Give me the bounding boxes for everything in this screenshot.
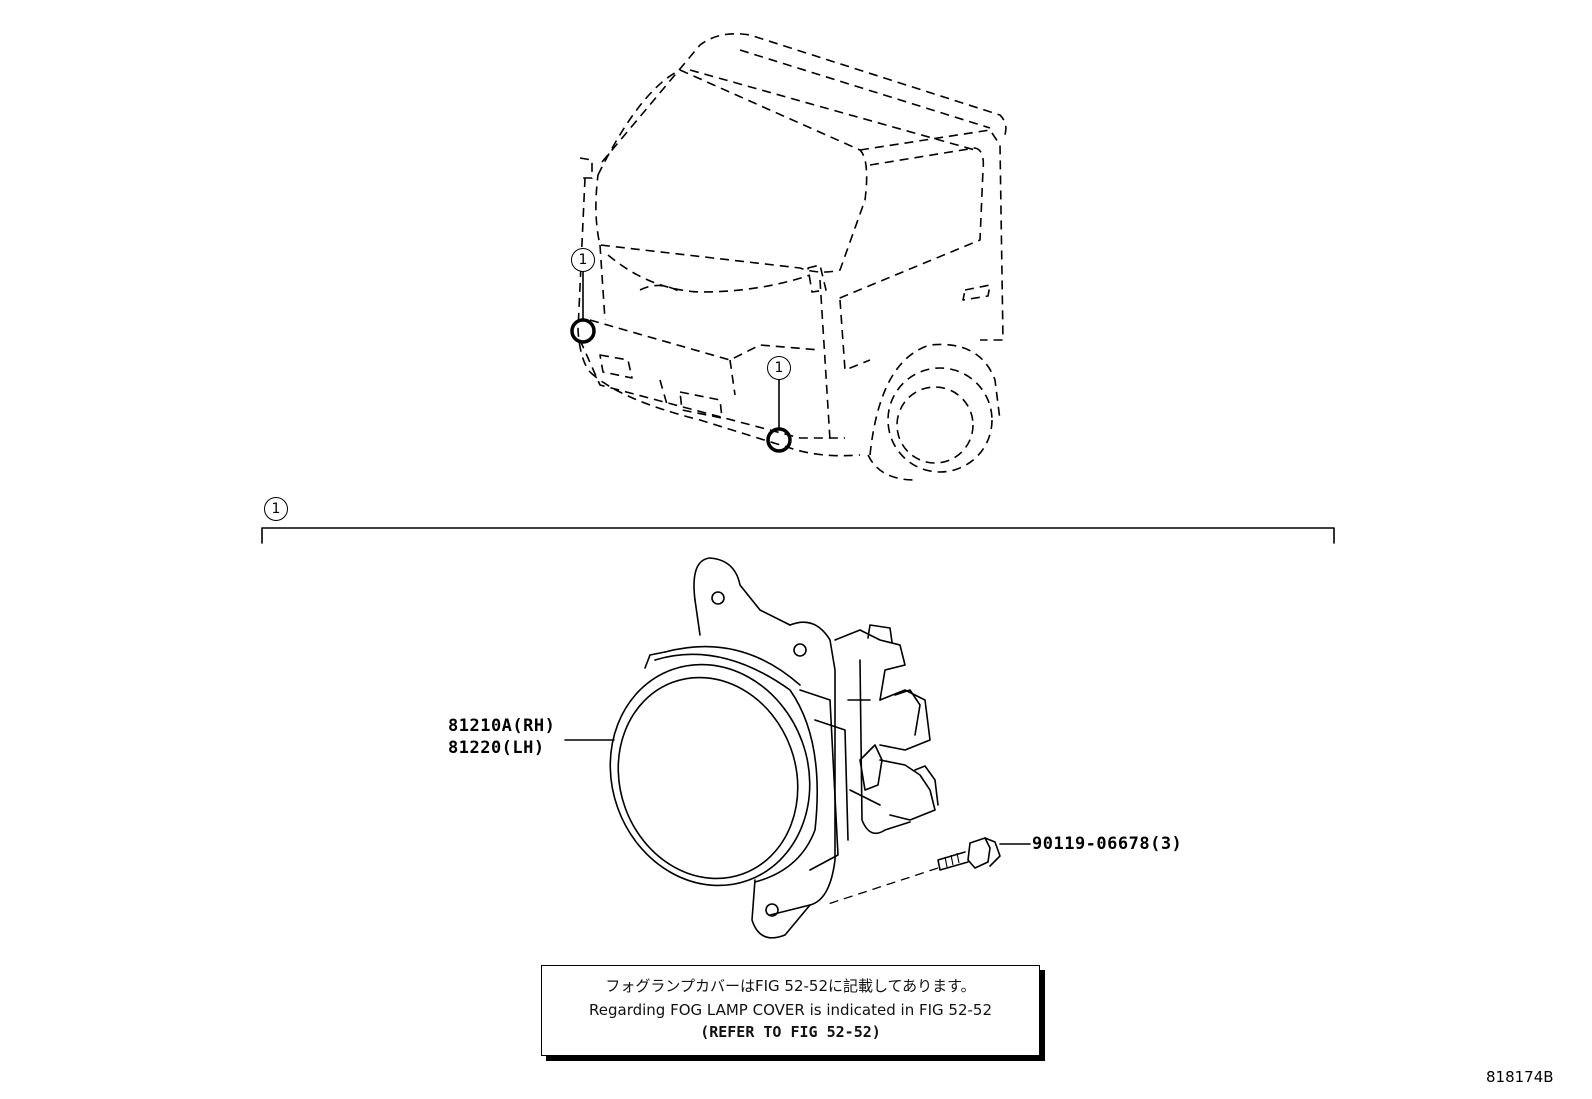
- illustration-id: 818174B: [1486, 1068, 1554, 1086]
- note-text-japanese: フォグランプカバーはFIG 52-52に記載してあります。: [605, 977, 976, 995]
- reference-note-box: フォグランプカバーはFIG 52-52に記載してあります。 Regarding …: [541, 965, 1040, 1056]
- note-text-english: Regarding FOG LAMP COVER is indicated in…: [589, 1001, 992, 1019]
- bolt-illustration: [824, 837, 1001, 906]
- note-text-reference: (REFER TO FIG 52-52): [700, 1023, 881, 1041]
- truck-cab-illustration: [577, 32, 1007, 481]
- fog-lamp-assembly-illustration: [609, 557, 939, 939]
- callout-marker-truck-left: 1: [571, 248, 595, 272]
- callout-marker-truck-right: 1: [767, 356, 791, 380]
- fog-lamp-location-markers: [570, 269, 792, 453]
- part-label-81210a-rh: 81210A(RH): [448, 716, 556, 736]
- callout-marker-section: 1: [264, 497, 288, 521]
- section-bracket: [261, 527, 1335, 544]
- part-label-90119-06678: 90119-06678(3): [1032, 834, 1183, 854]
- part-label-81220-lh: 81220(LH): [448, 738, 545, 758]
